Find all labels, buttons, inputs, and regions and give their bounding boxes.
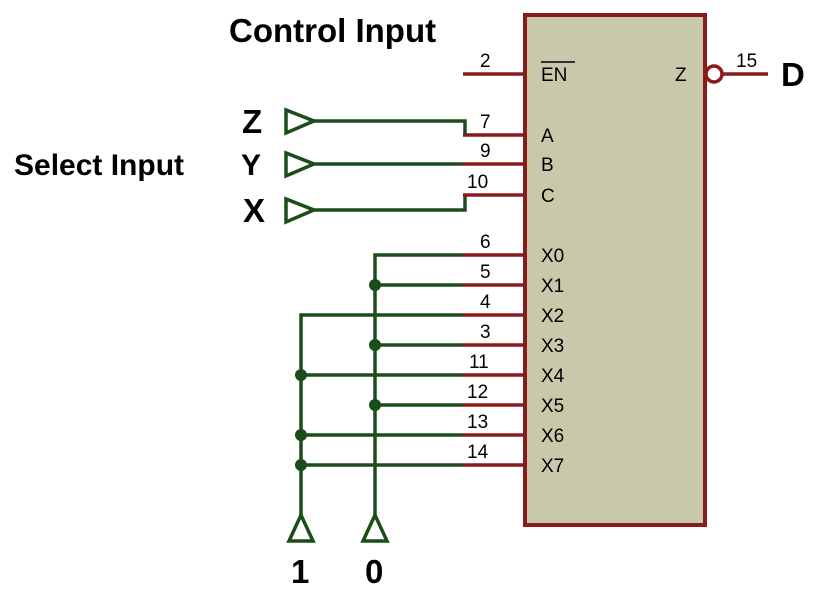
junction-dot (295, 369, 307, 381)
port-x3-label: X3 (541, 336, 564, 357)
mux-chip (523, 13, 707, 527)
select-name-z: Z (242, 103, 262, 140)
pin-x2-number: 4 (480, 292, 491, 313)
pin-a-number: 7 (480, 112, 491, 133)
select-y-terminal (284, 150, 319, 179)
pin-x4-number: 11 (469, 352, 489, 373)
junction-dot (295, 429, 307, 441)
port-a-label: A (541, 126, 554, 147)
control-input-label: Control Input (229, 12, 436, 49)
junction-dot (295, 459, 307, 471)
select-x-wire (314, 195, 467, 212)
select-input-label: Select Input (14, 149, 184, 182)
const-low-terminal (360, 510, 390, 543)
junction-dot (369, 279, 381, 291)
const-high-terminal (286, 510, 316, 543)
select-name-y: Y (241, 149, 261, 182)
port-x7-label: X7 (541, 456, 564, 477)
pin-x7-number: 14 (467, 442, 489, 463)
output-label: D (781, 56, 805, 93)
pin-x0-number: 6 (480, 232, 491, 253)
select-name-x: X (243, 192, 265, 229)
port-x6-label: X6 (541, 426, 564, 447)
select-z-wire (314, 119, 467, 135)
const-low-label: 0 (365, 553, 383, 590)
select-x-terminal (284, 196, 319, 225)
output-port-label: Z (675, 65, 687, 86)
pin-x6-number: 13 (467, 412, 488, 433)
const-high-label: 1 (291, 553, 309, 590)
en-pin-number: 2 (480, 51, 491, 72)
pin-c-number: 10 (467, 172, 488, 193)
port-x1-label: X1 (541, 276, 564, 297)
port-b-label: B (541, 155, 554, 176)
port-x0-label: X0 (541, 246, 564, 267)
pin-x1-number: 5 (480, 262, 491, 283)
const-high-bus (299, 313, 463, 515)
const-low-bus (373, 253, 463, 515)
port-x4-label: X4 (541, 366, 565, 387)
pin-b-number: 9 (480, 141, 491, 162)
port-x5-label: X5 (541, 396, 564, 417)
select-z-terminal (284, 107, 319, 136)
port-c-label: C (541, 186, 555, 207)
port-x2-label: X2 (541, 306, 564, 327)
junction-dot (369, 339, 381, 351)
output-pin-number: 15 (736, 51, 757, 72)
output-inversion-bubble (704, 64, 724, 84)
en-port-label: EN (541, 65, 567, 86)
pin-x5-number: 12 (467, 382, 488, 403)
pin-x3-number: 3 (480, 322, 491, 343)
junction-dot (369, 399, 381, 411)
